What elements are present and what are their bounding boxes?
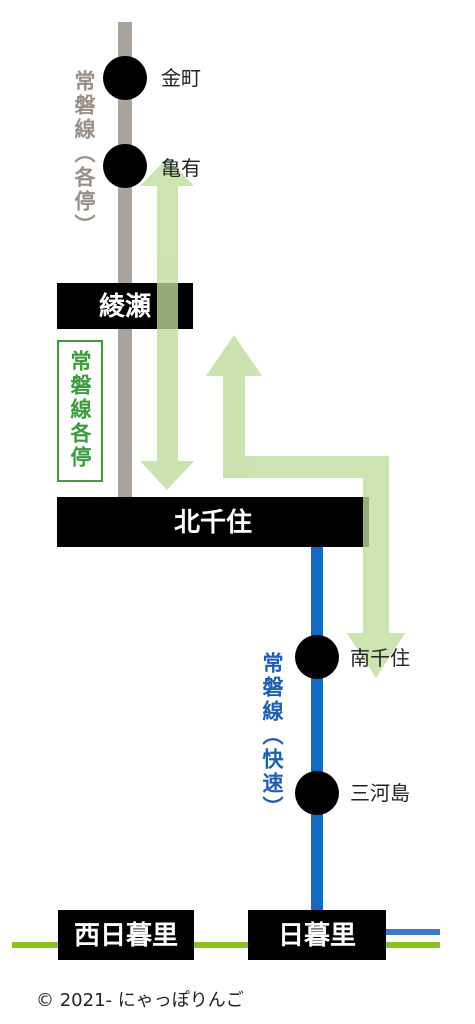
transfer-arrow-kameari-kitasenju [140,158,194,490]
mikawashima-station-dot [295,771,339,815]
nishi-nippori-label: 西日暮里 [74,921,178,951]
joban-local-line-label: 常磐線（各停） [72,69,97,238]
nishi-nippori-station-box [58,910,194,960]
minamisenju-label: 南千住 [350,646,410,670]
transfer-arrow-minamisenju-kitasenju [206,335,405,678]
nippori-station-box [248,910,386,960]
kameari-label: 亀有 [161,156,201,180]
kameari-station-dot [103,144,147,188]
joban-rapid-line [311,540,323,918]
ayase-label: 綾瀬 [99,291,151,322]
mikawashima-label: 三河島 [350,781,410,805]
joban-local-badge-label: 常磐線各停 [68,349,93,470]
kitasenju-label: 北千住 [174,507,252,538]
kitasenju-station-box [57,497,369,547]
copyright-text: © 2021- にゃっぽりんご [36,990,244,1011]
joban-local-line [118,22,132,500]
nippori-label: 日暮里 [278,921,356,951]
joban-rapid-line-label: 常磐線（快速） [260,651,284,820]
minamisenju-station-dot [295,635,339,679]
joban-local-badge [57,340,103,482]
kanamachi-label: 金町 [161,66,201,90]
kanamachi-station-dot [103,56,147,100]
